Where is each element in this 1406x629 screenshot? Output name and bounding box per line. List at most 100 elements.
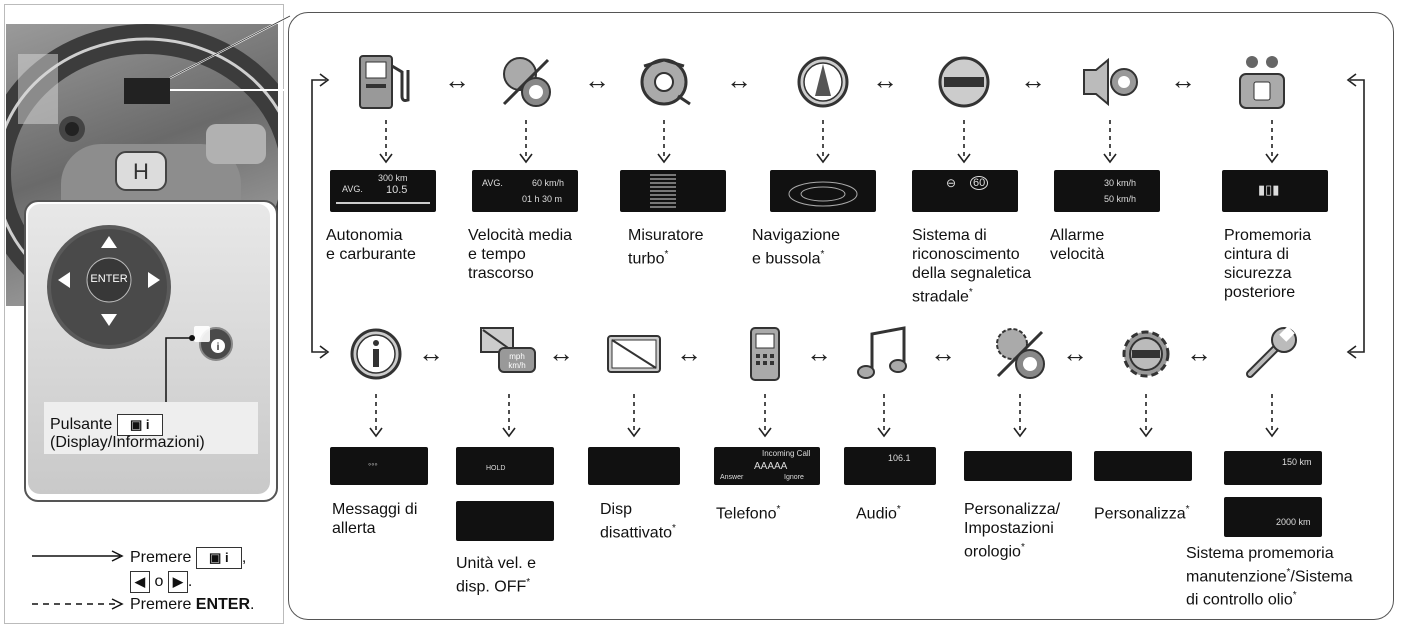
oil-check-screen: 2000 km bbox=[1224, 497, 1322, 537]
info-button-icon: ▣ i bbox=[116, 414, 163, 436]
dashed-down-arrow-icon bbox=[877, 394, 891, 438]
button-leader-line bbox=[165, 335, 195, 406]
double-arrow-icon: ↔ bbox=[930, 338, 956, 368]
legend-left-key-icon: ◀ bbox=[130, 571, 150, 593]
dashed-down-arrow-icon bbox=[379, 120, 393, 164]
audio-screen: 106.1 bbox=[844, 447, 936, 485]
right-arrow-icon bbox=[148, 272, 160, 288]
dashed-down-arrow-icon bbox=[758, 394, 772, 438]
legend-press-line: Premere ▣ i, bbox=[130, 547, 246, 569]
warning-screen: ◦◦◦ bbox=[330, 447, 428, 485]
legend-info-button-icon: ▣ i bbox=[195, 547, 242, 569]
double-arrow-icon: ↔ bbox=[444, 65, 470, 95]
turbo-gauge-icon bbox=[640, 58, 691, 106]
dashed-down-arrow-icon bbox=[369, 394, 383, 438]
svg-text:H: H bbox=[133, 159, 149, 184]
dashed-down-arrow-icon bbox=[627, 394, 641, 438]
clock-settings-screen bbox=[964, 451, 1072, 481]
fuel-range-icon bbox=[359, 55, 410, 109]
display-off-icon bbox=[607, 335, 661, 373]
seatbelt-icon bbox=[1239, 56, 1285, 109]
dashed-down-arrow-icon bbox=[519, 120, 533, 164]
double-arrow-icon: ↔ bbox=[872, 65, 898, 95]
dashed-down-arrow-icon bbox=[1103, 120, 1117, 164]
music-note-icon bbox=[857, 326, 907, 379]
legend-arrows bbox=[32, 550, 124, 610]
speed-alarm-screen: 30 km/h 50 km/h bbox=[1054, 170, 1160, 212]
dashed-down-arrow-icon bbox=[1013, 394, 1027, 438]
svg-text:i: i bbox=[217, 342, 220, 353]
clock-settings-icon bbox=[996, 328, 1045, 379]
info-icon bbox=[350, 328, 402, 380]
avg-speed-screen: AVG. 60 km/h 01 h 30 m bbox=[472, 170, 578, 212]
menu-diagram-panel bbox=[288, 12, 1394, 620]
caption-music-note: Audio* bbox=[856, 504, 901, 523]
double-arrow-icon: ↔ bbox=[1186, 338, 1212, 368]
settings-gear-icon bbox=[1122, 330, 1170, 378]
double-arrow-icon: ↔ bbox=[1170, 65, 1196, 95]
double-arrow-icon: ↔ bbox=[1062, 338, 1088, 368]
speed-alarm-icon bbox=[1083, 57, 1138, 107]
seatbelt-screen: ▮▯▮ bbox=[1222, 170, 1328, 212]
down-arrow-icon bbox=[101, 314, 117, 326]
dashed-down-arrow-icon bbox=[1139, 394, 1153, 438]
wrench-icon bbox=[1246, 326, 1297, 378]
maintenance-screen: 150 km bbox=[1224, 451, 1322, 485]
double-arrow-icon: ↔ bbox=[726, 65, 752, 95]
button-label-line-1: Pulsante ▣ i bbox=[50, 414, 163, 436]
button-label-line-2: (Display/Informazioni) bbox=[50, 434, 205, 451]
svg-text:mph: mph bbox=[509, 352, 525, 361]
turbo-screen bbox=[620, 170, 726, 212]
up-arrow-icon bbox=[101, 236, 117, 248]
phone-screen: Incoming Call AAAAA Answer Ignore bbox=[714, 447, 820, 485]
dashed-down-arrow-icon bbox=[657, 120, 671, 164]
legend-arrow-keys: ◀ o ▶. bbox=[130, 571, 192, 593]
avg-speed-icon bbox=[502, 57, 551, 107]
dashed-down-arrow-icon bbox=[816, 120, 830, 164]
dashed-down-arrow-icon bbox=[502, 394, 516, 438]
loop-connector bbox=[311, 73, 1365, 359]
double-arrow-icon: ↔ bbox=[676, 338, 702, 368]
zoom-callout-lines bbox=[169, 15, 291, 91]
phone-icon bbox=[750, 327, 780, 381]
left-panel-frame bbox=[4, 4, 284, 624]
left-arrow-icon bbox=[58, 272, 70, 288]
double-arrow-icon: ↔ bbox=[548, 338, 574, 368]
double-arrow-icon: ↔ bbox=[584, 65, 610, 95]
double-arrow-icon: ↔ bbox=[418, 338, 444, 368]
display-off-screen bbox=[588, 447, 680, 485]
traffic-sign-screen: ⊖ 60 bbox=[912, 170, 1018, 212]
dashed-down-arrow-icon bbox=[957, 120, 971, 164]
range-fuel-screen: 300 km AVG. 10.5 bbox=[330, 170, 436, 212]
speed-unit-icon: mph km/h bbox=[480, 327, 536, 373]
speed-unit-screen: HOLD bbox=[456, 447, 554, 485]
enter-button-label[interactable]: ENTER bbox=[90, 273, 128, 285]
legend-right-key-icon: ▶ bbox=[167, 571, 188, 593]
caption-settings-gear: Personalizza* bbox=[1094, 504, 1190, 523]
dashed-down-arrow-icon bbox=[1265, 394, 1279, 438]
display-info-button[interactable]: i bbox=[186, 318, 234, 366]
svg-text:km/h: km/h bbox=[508, 361, 525, 370]
legend-enter-line: Premere ENTER. bbox=[130, 596, 255, 613]
dpad-control bbox=[47, 225, 171, 349]
speed-unit-off-screen bbox=[456, 501, 554, 541]
customize-screen bbox=[1094, 451, 1192, 481]
navigation-screen bbox=[770, 170, 876, 212]
compass-icon bbox=[797, 56, 849, 108]
double-arrow-icon: ↔ bbox=[806, 338, 832, 368]
double-arrow-icon: ↔ bbox=[1020, 65, 1046, 95]
traffic-sign-icon bbox=[938, 56, 990, 108]
caption-phone: Telefono* bbox=[716, 504, 781, 523]
dashed-down-arrow-icon bbox=[1265, 120, 1279, 164]
